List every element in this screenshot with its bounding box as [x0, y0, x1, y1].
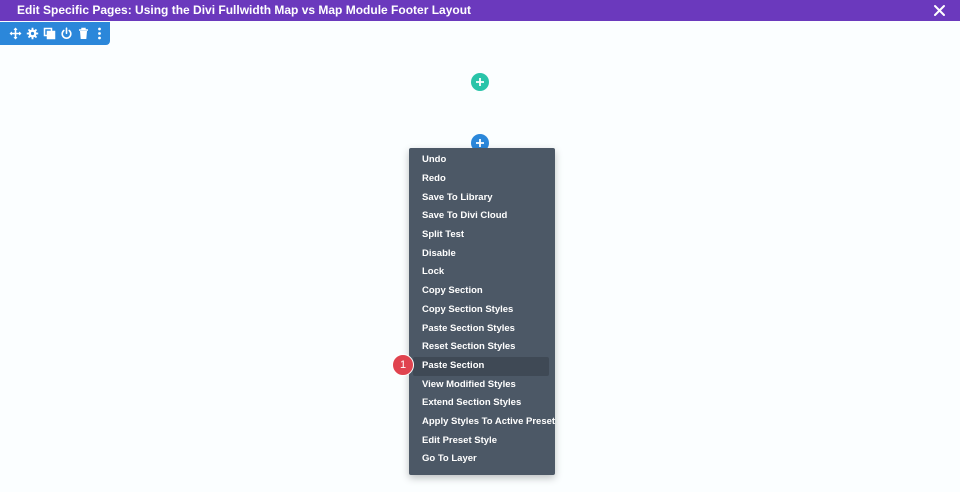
close-icon[interactable] — [933, 4, 946, 17]
menu-item-save-to-divi-cloud[interactable]: Save To Divi Cloud — [422, 210, 508, 222]
menu-item-undo[interactable]: Undo — [422, 154, 447, 166]
duplicate-icon[interactable] — [43, 27, 56, 40]
title-bar: Edit Specific Pages: Using the Divi Full… — [0, 0, 960, 21]
add-row-button[interactable] — [471, 73, 489, 91]
gear-icon[interactable] — [26, 27, 39, 40]
menu-item-copy-section[interactable]: Copy Section — [422, 285, 483, 297]
menu-item-save-to-library[interactable]: Save To Library — [422, 191, 493, 203]
menu-item-redo[interactable]: Redo — [422, 172, 446, 184]
section-toolbar — [0, 22, 110, 45]
move-icon[interactable] — [9, 27, 22, 40]
menu-item-disable[interactable]: Disable — [422, 247, 456, 259]
menu-item-go-to-layer[interactable]: Go To Layer — [422, 453, 477, 465]
menu-item-extend-section-styles[interactable]: Extend Section Styles — [422, 397, 522, 409]
menu-item-reset-section-styles[interactable]: Reset Section Styles — [422, 341, 516, 353]
context-menu: Undo Redo Save To Library Save To Divi C… — [409, 148, 555, 475]
more-icon[interactable] — [93, 27, 106, 40]
power-icon[interactable] — [60, 27, 73, 40]
plus-icon — [476, 139, 484, 147]
menu-item-edit-preset-style[interactable]: Edit Preset Style — [422, 434, 497, 446]
menu-item-paste-section-styles[interactable]: Paste Section Styles — [422, 322, 515, 334]
menu-item-apply-styles-to-active-preset[interactable]: Apply Styles To Active Preset — [422, 416, 556, 427]
add-section-button[interactable] — [471, 134, 489, 152]
step-badge: 1 — [392, 354, 414, 376]
menu-item-lock[interactable]: Lock — [422, 266, 445, 278]
plus-icon — [476, 78, 484, 86]
menu-item-view-modified-styles[interactable]: View Modified Styles — [422, 378, 516, 390]
menu-item-split-test[interactable]: Split Test — [422, 229, 465, 240]
trash-icon[interactable] — [77, 27, 90, 40]
page-title: Edit Specific Pages: Using the Divi Full… — [17, 3, 472, 17]
menu-item-paste-section[interactable]: Paste Section — [413, 356, 549, 376]
menu-item-copy-section-styles[interactable]: Copy Section Styles — [422, 303, 514, 315]
